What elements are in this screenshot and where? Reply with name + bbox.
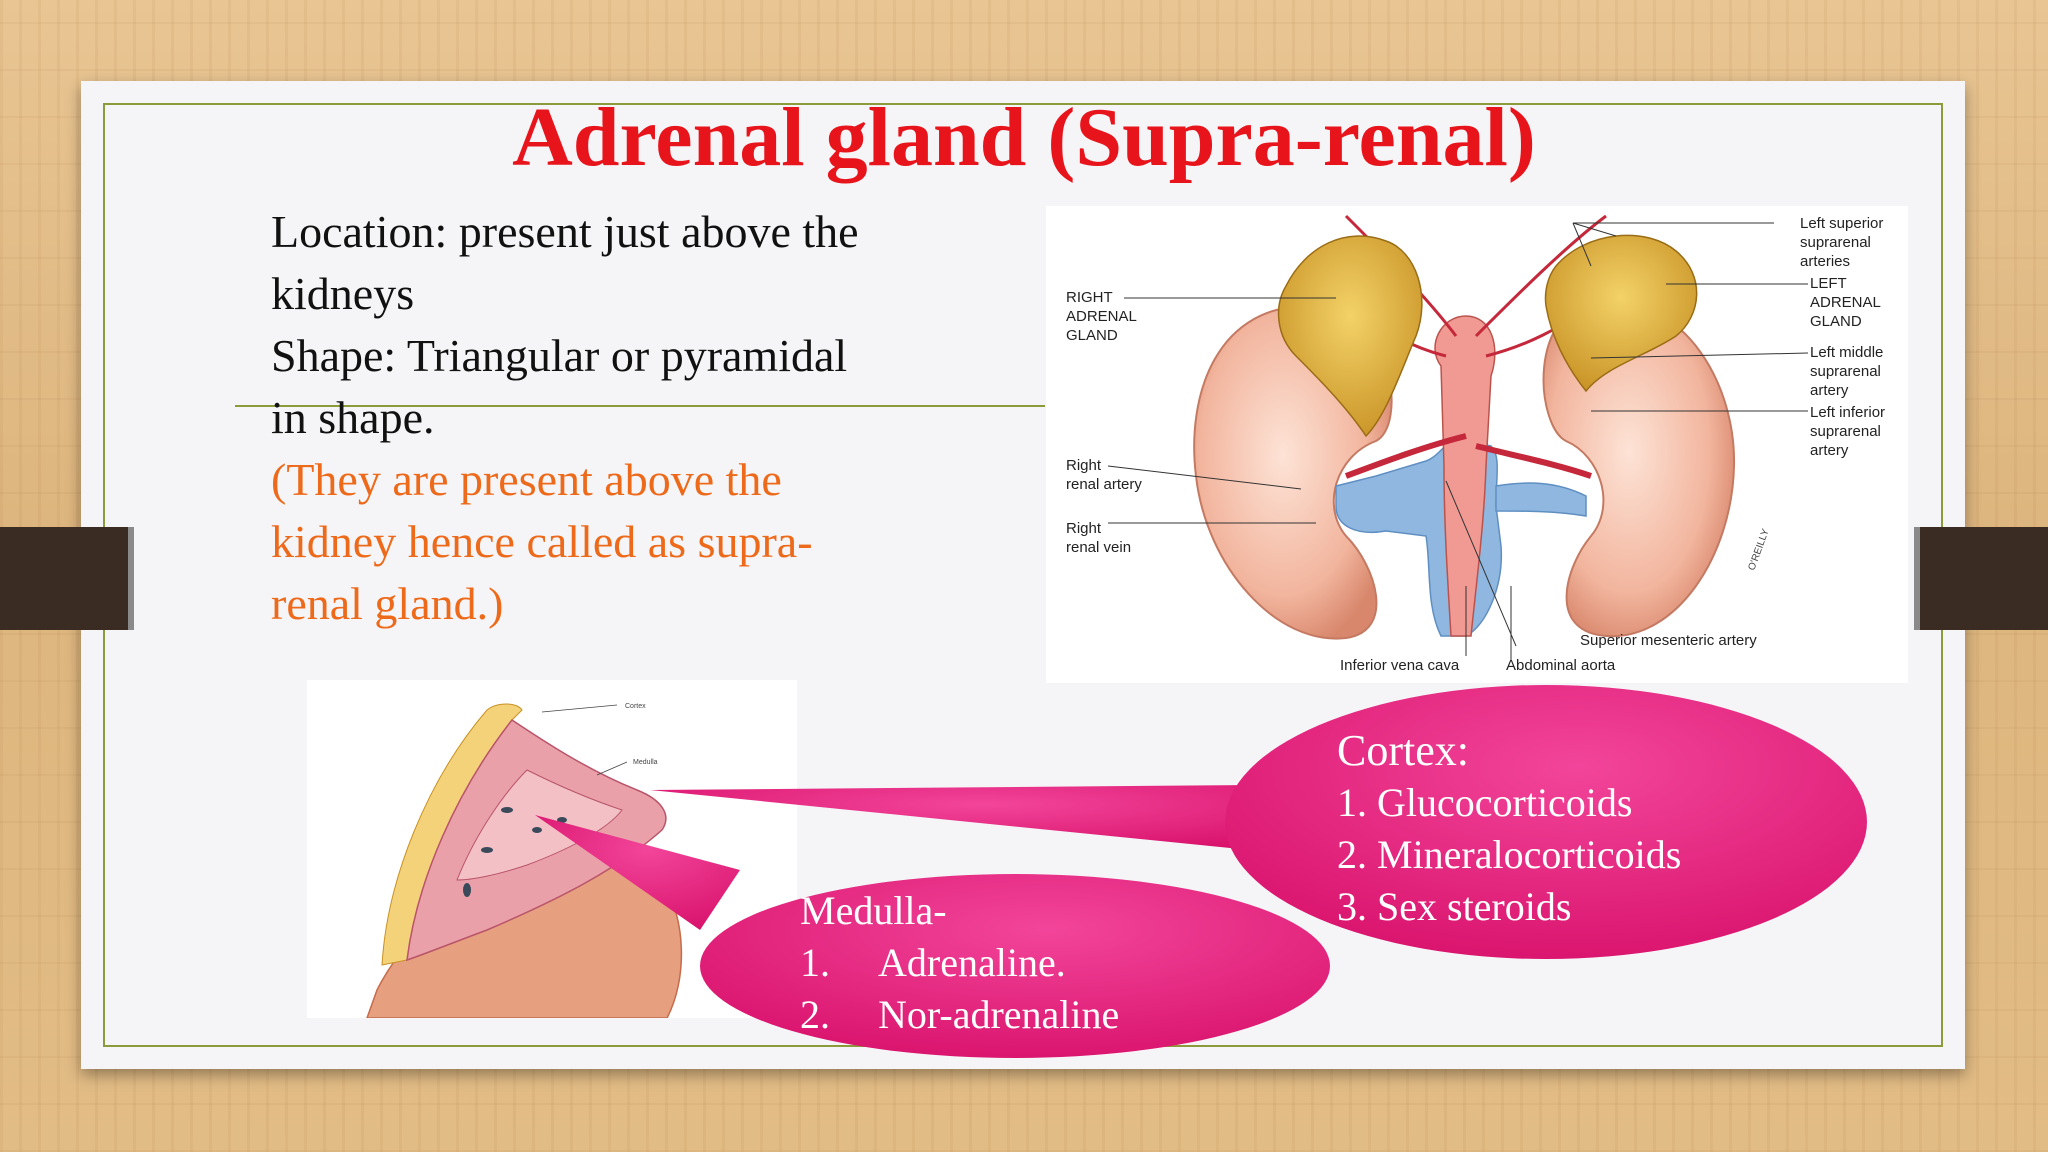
medulla-heading: Medulla- [800, 888, 947, 933]
note-line-3: renal gland.) [271, 578, 504, 629]
left-binder-tab [0, 527, 134, 630]
label-cortex: Cortex [625, 703, 646, 710]
cortex-item-1: 1. Glucocorticoids [1337, 780, 1633, 825]
medulla-tissue [456, 769, 623, 881]
divider-line [235, 405, 1045, 407]
right-binder-tab [1914, 527, 2048, 630]
label-abdominal-aorta: Abdominal aorta [1506, 657, 1616, 674]
abdominal-aorta [1434, 315, 1496, 637]
note-line-2: kidney hence called as supra- [271, 516, 813, 567]
medulla-callout-text: Medulla- 1. Adrenaline. 2. Nor-adrenalin… [800, 885, 1240, 1041]
location-line-2: kidneys [271, 268, 415, 319]
medulla-item-1: 1. Adrenaline. [800, 937, 1240, 989]
cortex-callout-text: Cortex: 1. Glucocorticoids 2. Mineraloco… [1337, 725, 1757, 933]
left-adrenal-gland [1544, 234, 1698, 393]
right-renal-artery [1344, 433, 1467, 479]
adrenal-section-illustration: Cortex Medulla [365, 703, 683, 1019]
cortex-callout-bubble [1225, 685, 1867, 959]
location-line-1: Location: present just above the [271, 206, 859, 257]
note-line-1: (They are present above the [271, 454, 782, 505]
description-text: Location: present just above the kidneys… [271, 201, 1051, 635]
shape-line-1: Shape: Triangular or pyramidal [271, 330, 848, 381]
cortex-heading: Cortex: [1337, 726, 1469, 775]
cortex-item-2: 2. Mineralocorticoids [1337, 832, 1682, 877]
medulla-callout-pointer [535, 815, 740, 930]
medulla-item-1-text: Adrenaline. [878, 940, 1066, 985]
label-superior-mesenteric-artery: Superior mesenteric artery [1580, 632, 1757, 649]
left-renal-vein [1495, 482, 1587, 517]
label-inferior-vena-cava: Inferior vena cava [1340, 657, 1460, 674]
slide-title: Adrenal gland (Supra-renal) [512, 91, 1536, 184]
left-renal-artery [1475, 443, 1592, 479]
cortex-callout-pointer [650, 785, 1255, 850]
medulla-item-2-text: Nor-adrenaline [878, 992, 1120, 1037]
medulla-item-2-number: 2. [800, 992, 830, 1037]
medulla-callout-bubble [700, 874, 1330, 1058]
right-adrenal-gland [1277, 235, 1423, 438]
shape-line-2: in shape. [271, 392, 435, 443]
label-medulla: Medulla [633, 759, 658, 766]
medulla-item-2: 2. Nor-adrenaline [800, 989, 1240, 1041]
medulla-item-1-number: 1. [800, 940, 830, 985]
cortex-item-3: 3. Sex steroids [1337, 884, 1572, 929]
